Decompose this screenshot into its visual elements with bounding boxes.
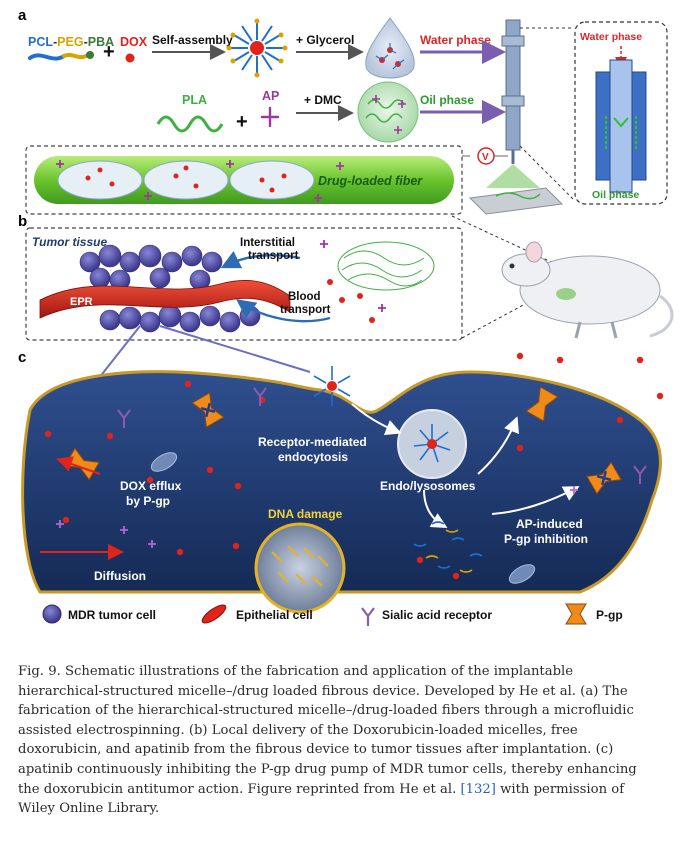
figure-9-illustration: a PCL-PEG-PBA + DOX Self-assembly + Glyc… (18, 7, 674, 626)
dox-label: DOX (120, 35, 148, 49)
pgp-icon (565, 603, 587, 625)
release-arrow (477, 416, 519, 475)
epr-label: EPR (70, 296, 93, 308)
micelle-fragments-yellow (425, 529, 473, 573)
figure-caption: Fig. 9. Schematic illustrations of the f… (18, 662, 668, 819)
interstitial-arrow (220, 250, 301, 269)
legend-mdr-tumor-cell: MDR tumor cell (42, 604, 156, 624)
legend-pgp-label: P-gp (596, 608, 623, 622)
zoom-line-right (159, 325, 311, 373)
pgp-pump-left (191, 392, 225, 428)
legend-sialic-label: Sialic acid receptor (382, 608, 492, 622)
ap-label: AP (262, 89, 279, 103)
lysosome-release-arrow (423, 489, 448, 528)
dox-efflux-label-2: by P-gp (126, 494, 170, 508)
micelle-icon (226, 18, 288, 78)
glycerol-label: + Glycerol (296, 33, 354, 47)
fiber-mesh-icon (337, 241, 435, 291)
dna-damage-label: DNA damage (268, 507, 343, 521)
plus-sign-2: + (236, 111, 248, 133)
self-assembly-label: Self-assembly (152, 33, 233, 47)
interstitial-label-1: Interstitial (240, 237, 295, 249)
caption-line-4: assisted electrospinning. (b) Local deli… (18, 722, 578, 738)
caption-line-6: apatinib continuously inhibiting the P-g… (18, 761, 637, 777)
coaxial-needle-inset: Water phase Oil phase (574, 21, 668, 205)
mdr-tumor-cell-icon (42, 604, 62, 624)
efflux-arrow (56, 456, 101, 475)
epithelial-cell-icon (201, 604, 227, 624)
electrospinning-collector (468, 164, 564, 215)
tumor-tissue-panel: Tumor tissue EPR Interstitial transport … (25, 227, 463, 341)
membrane-micelle (313, 366, 351, 406)
drug-loaded-fiber-label: Drug-loaded fiber (318, 174, 423, 188)
caption-line-7-text: the doxorubicin antitumor action. Figure… (18, 781, 461, 797)
dox-particles (44, 352, 664, 580)
caption-line-7: the doxorubicin antitumor action. Figure… (18, 780, 668, 800)
legend: MDR tumor cell Epithelial cell Sialic ac… (42, 603, 623, 626)
tumor-cell-body (21, 370, 662, 594)
oil-droplet-icon (357, 81, 419, 143)
legend-sialic-acid-receptor: Sialic acid receptor (361, 607, 492, 626)
interstitial-label-2: transport (248, 250, 299, 262)
water-phase-label: Water phase (420, 33, 491, 47)
caption-line-5: doxorubicin, and apatinib from the fibro… (18, 742, 614, 758)
water-droplet-icon (365, 17, 415, 79)
tumor-cell-cluster (79, 244, 261, 333)
ap-molecule-icon (260, 106, 280, 128)
blood-vessel (39, 280, 291, 319)
endo-lysosomes-label: Endo/lysosomes (380, 479, 476, 493)
pgp-pump-inhibited (586, 461, 622, 495)
dmc-label: + DMC (304, 93, 342, 107)
caption-line-1: Fig. 9. Schematic illustrations of the f… (18, 664, 574, 679)
legend-pgp: P-gp (565, 603, 623, 625)
mitochondria (150, 452, 536, 584)
pla-label: PLA (182, 93, 207, 107)
ap-inhibition-arrow (491, 486, 580, 515)
ap-particles (56, 486, 578, 548)
legend-mdr-label: MDR tumor cell (68, 608, 156, 622)
caption-line-3: fabrication of the hierarchical-structur… (18, 703, 634, 719)
microfluidic-apparatus (501, 19, 525, 164)
panel-c-letter: c (18, 349, 26, 366)
caption-line-2: hierarchical-structured micelle–/drug lo… (18, 683, 628, 699)
drug-loaded-fiber-panel: Drug-loaded fiber (25, 145, 463, 215)
caption-line-8: Wiley Online Library. (18, 801, 160, 817)
receptor-label-2: endocytosis (278, 450, 348, 464)
pgp-pump-right (525, 386, 559, 422)
voltage-label: V (482, 152, 489, 163)
panel-b-letter: b (18, 213, 27, 230)
inset-oil-phase-label: Oil phase (592, 189, 639, 201)
tumor-tissue-label: Tumor tissue (32, 235, 107, 249)
sialic-receptor-icon (361, 607, 375, 626)
endocytosis-arrow (351, 403, 402, 435)
blood-transport-label-2: transport (280, 304, 331, 316)
inset-connector (519, 27, 575, 201)
ap-induced-label-1: AP-induced (516, 517, 583, 531)
receptor-label-1: Receptor-mediated (258, 435, 367, 449)
micelle-fragments (413, 521, 483, 569)
plus-sign-1: + (103, 41, 115, 63)
diffusion-label: Diffusion (94, 569, 146, 583)
dox-efflux-label-1: DOX efflux (120, 479, 182, 493)
panel-a-letter: a (18, 7, 27, 24)
oil-phase-label: Oil phase (420, 93, 474, 107)
pla-chain-icon (156, 115, 224, 133)
inset-water-phase-label: Water phase (580, 31, 642, 43)
released-drugs (320, 240, 386, 323)
nucleus (254, 522, 346, 614)
reference-link[interactable]: [132] (460, 781, 496, 797)
caption-line-7-tail: with permission of (495, 781, 625, 797)
dox-molecule-icon (125, 53, 135, 63)
legend-epithelial-label: Epithelial cell (236, 608, 313, 622)
polymer-chain-icon (28, 51, 94, 61)
mouse-illustration (451, 215, 674, 339)
ap-induced-label-2: P-gp inhibition (504, 532, 588, 546)
endosome (397, 409, 467, 479)
legend-epithelial-cell: Epithelial cell (201, 604, 313, 624)
blood-transport-arrow (236, 299, 331, 323)
blood-transport-label-1: Blood (288, 291, 321, 303)
sialic-receptors (117, 387, 647, 484)
polymer-label: PCL-PEG-PBA (28, 35, 114, 49)
